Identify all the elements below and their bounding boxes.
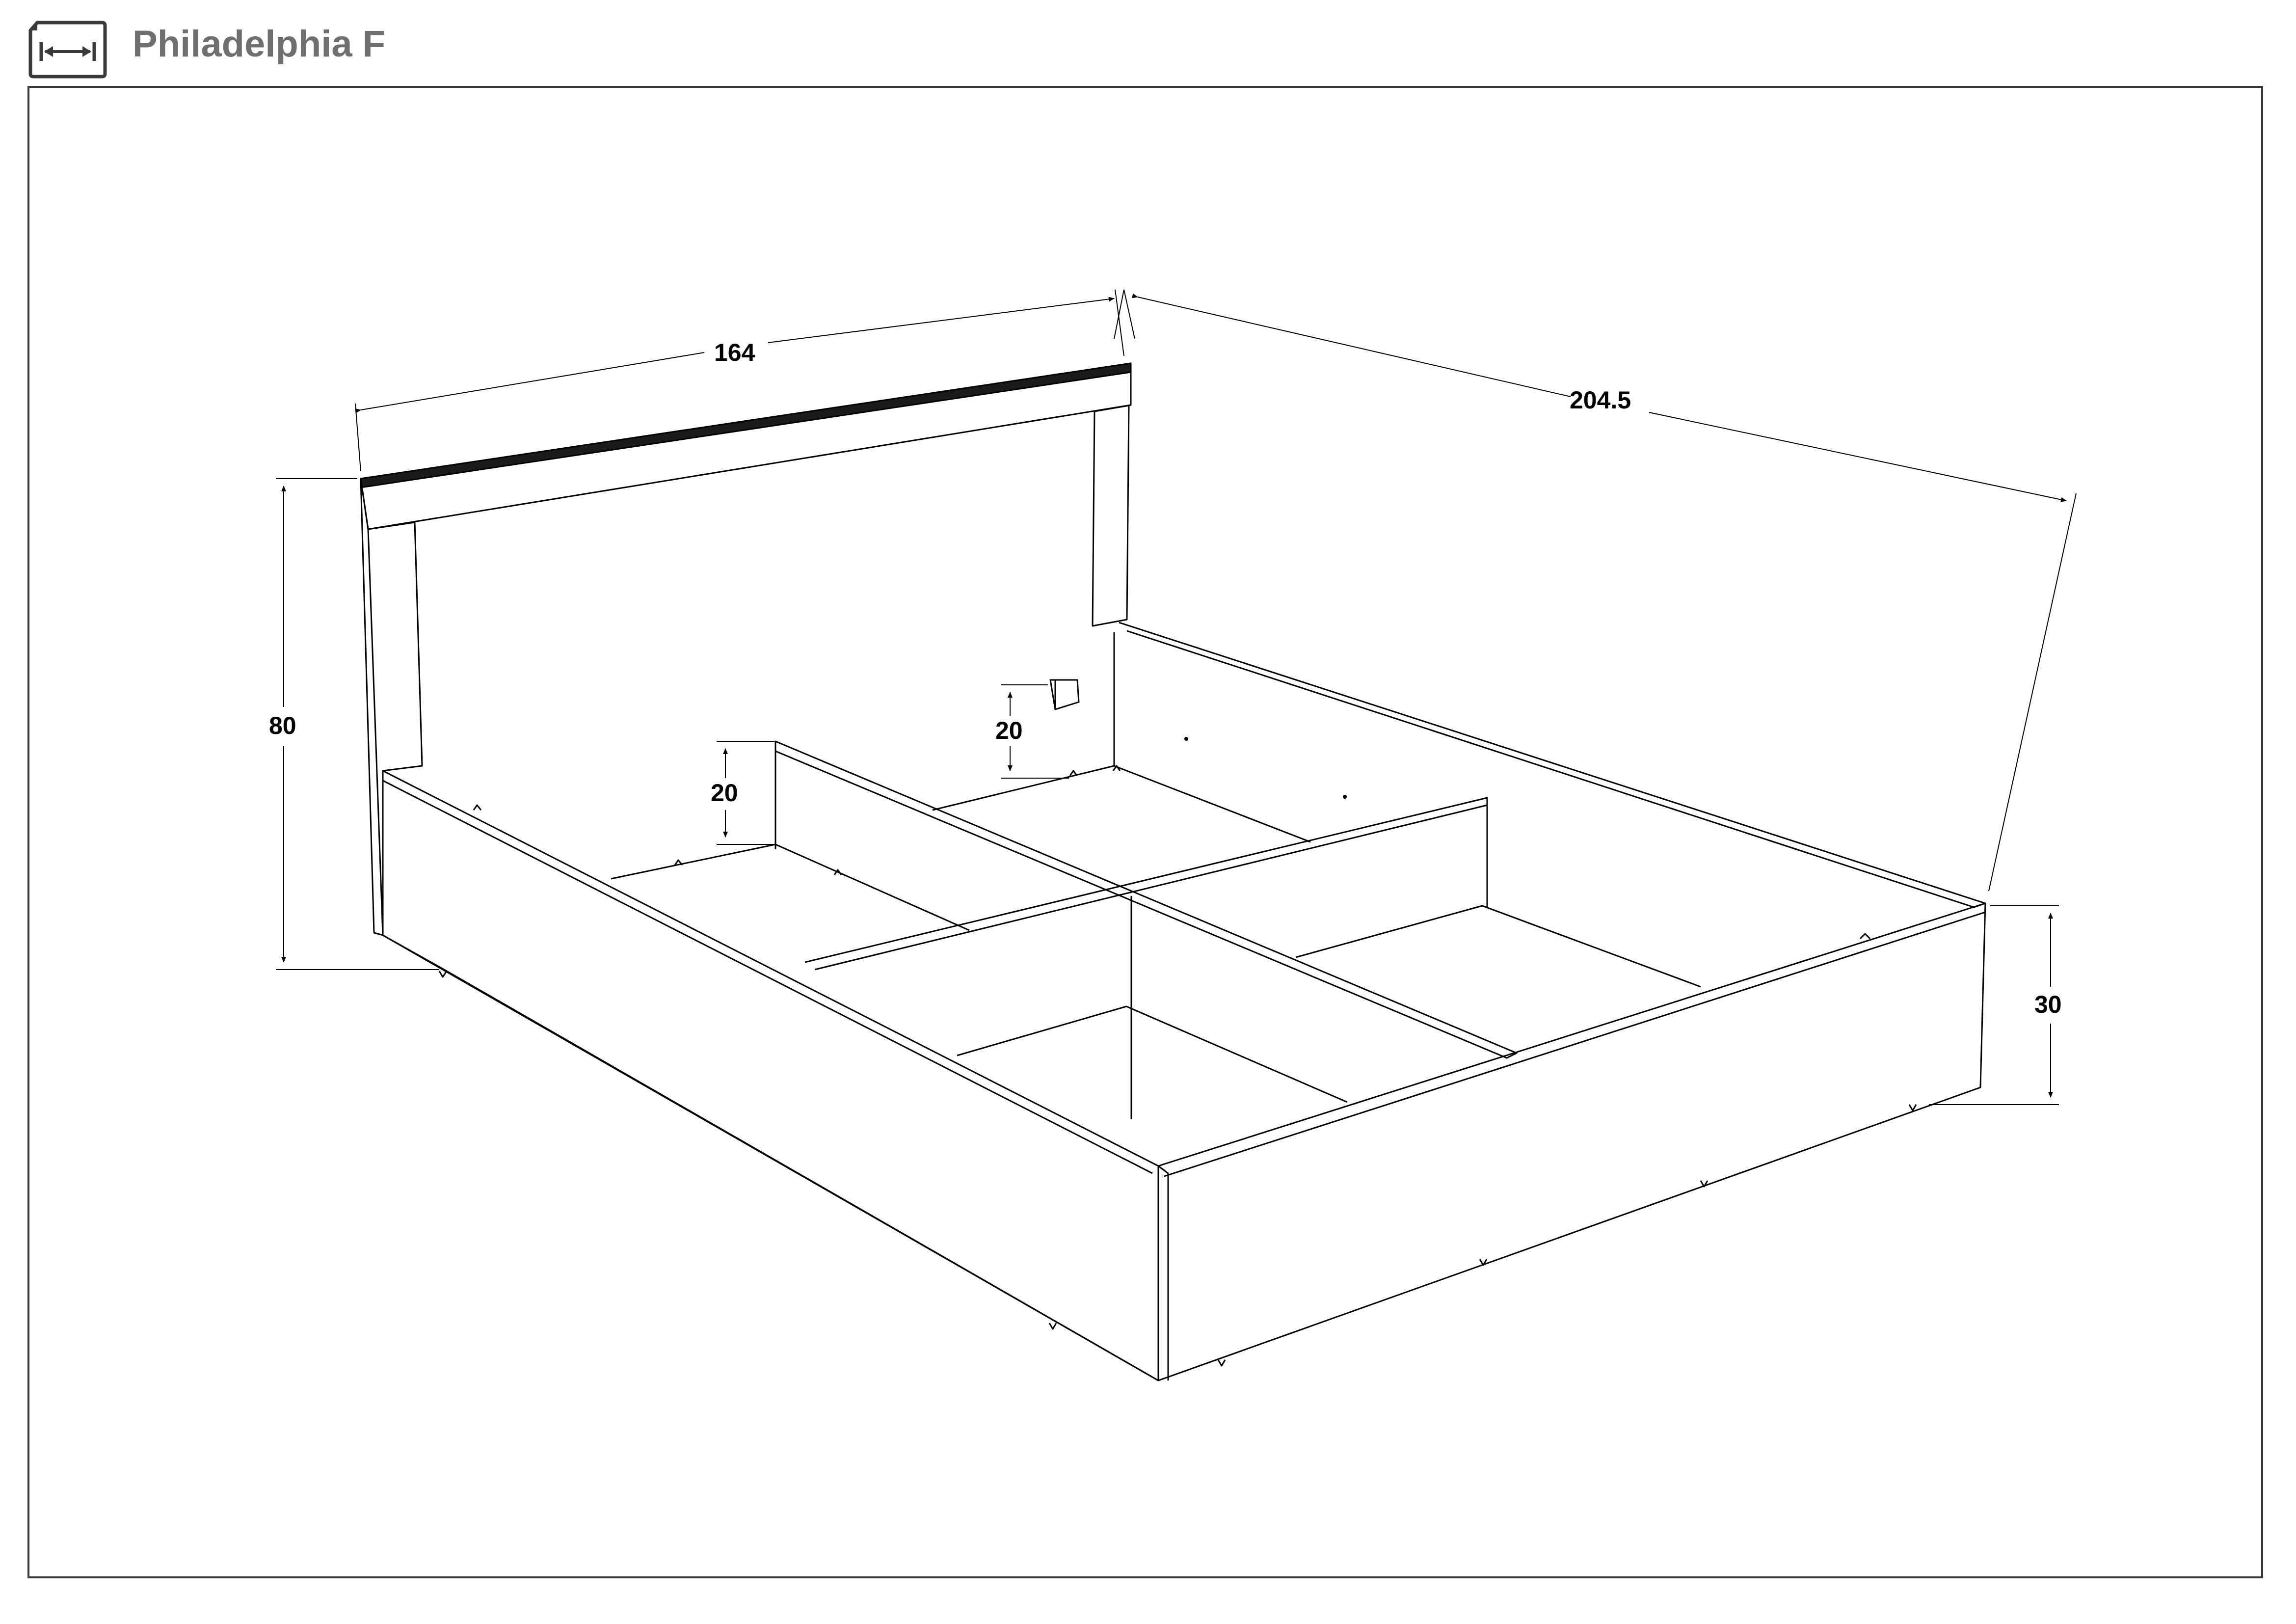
headboard-height-label: 80 [269, 712, 296, 739]
dimension-length [1114, 289, 2077, 892]
length-label: 204.5 [1570, 386, 1631, 414]
dimension-icon [28, 21, 107, 79]
dimension-width [355, 289, 1124, 472]
frame-height-label: 30 [2034, 991, 2062, 1018]
dimension-headboard-height [276, 478, 439, 970]
width-label: 164 [714, 339, 755, 366]
dimension-divider-height [717, 741, 774, 845]
fastener-dot [1343, 795, 1347, 799]
divider-height-label: 20 [711, 779, 738, 807]
bed-outline [360, 362, 1986, 1381]
fastener-dot [1184, 737, 1188, 741]
header: Philadelphia F [0, 0, 2296, 83]
page-title: Philadelphia F [133, 23, 386, 65]
inner-step-height-label: 20 [995, 717, 1023, 744]
dimension-frame-height [1929, 905, 2059, 1105]
drawing-frame [27, 86, 2263, 1578]
dimension-inner-step-height [1001, 684, 1069, 779]
